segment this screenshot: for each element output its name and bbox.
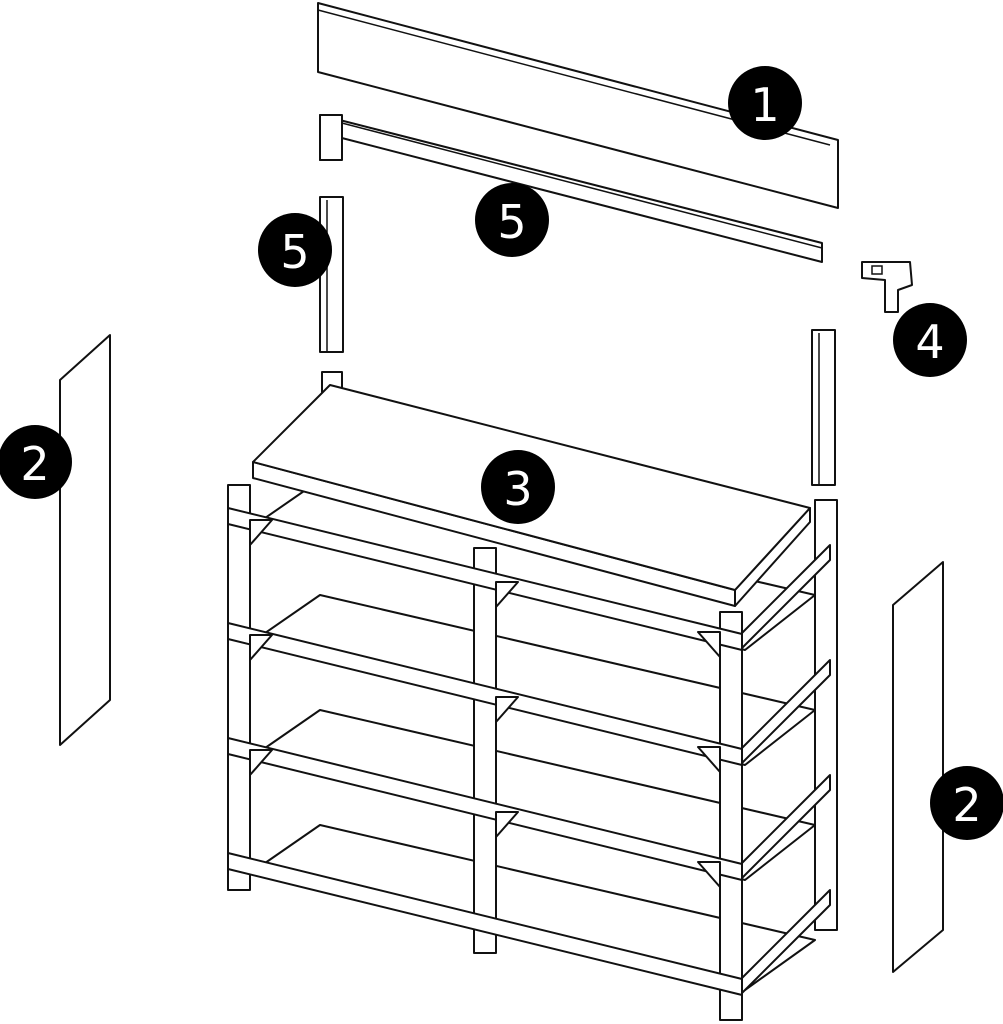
callout-4: 4 — [893, 303, 967, 377]
callout-2-left: 2 — [0, 425, 72, 499]
svg-text:4: 4 — [915, 315, 944, 369]
svg-text:5: 5 — [280, 225, 309, 279]
svg-text:2: 2 — [952, 778, 981, 832]
callout-3: 3 — [481, 450, 555, 524]
shelf-unit — [227, 371, 838, 1021]
svg-text:3: 3 — [503, 462, 532, 516]
callout-5-crossbar: 5 — [475, 183, 549, 257]
callout-1: 1 — [728, 66, 802, 140]
svg-text:2: 2 — [20, 437, 49, 491]
svg-text:5: 5 — [497, 195, 526, 249]
part-top-crossbar — [319, 114, 823, 263]
callout-2-right: 2 — [930, 766, 1003, 840]
part-corner-connector — [861, 261, 913, 313]
callout-5-posts: 5 — [258, 213, 332, 287]
part-upright-posts — [319, 196, 836, 486]
part-left-side-panel — [59, 334, 111, 746]
svg-text:1: 1 — [750, 78, 779, 132]
part-right-side-panel — [892, 561, 944, 973]
